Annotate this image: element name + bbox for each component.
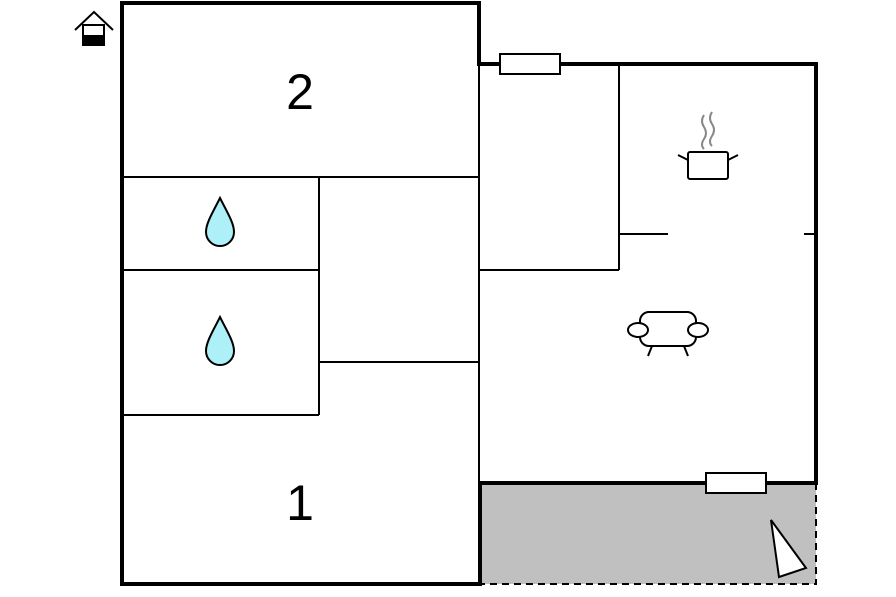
outer-wall [120,1,818,586]
interior-walls [122,64,816,483]
room-label-2: 2 [286,64,314,120]
sun-umbrella-icon [770,519,808,579]
window-bottom [705,472,767,494]
water-drop-icon [204,314,236,366]
terrace-area [480,483,816,584]
terrace-dashed-edge [480,483,817,585]
room-label-1: 1 [286,475,314,531]
house-level-icon [74,10,114,46]
cooking-pot-icon [677,111,739,180]
water-drop-icon [204,195,236,247]
window-top [499,53,561,75]
sofa-icon [627,311,709,357]
